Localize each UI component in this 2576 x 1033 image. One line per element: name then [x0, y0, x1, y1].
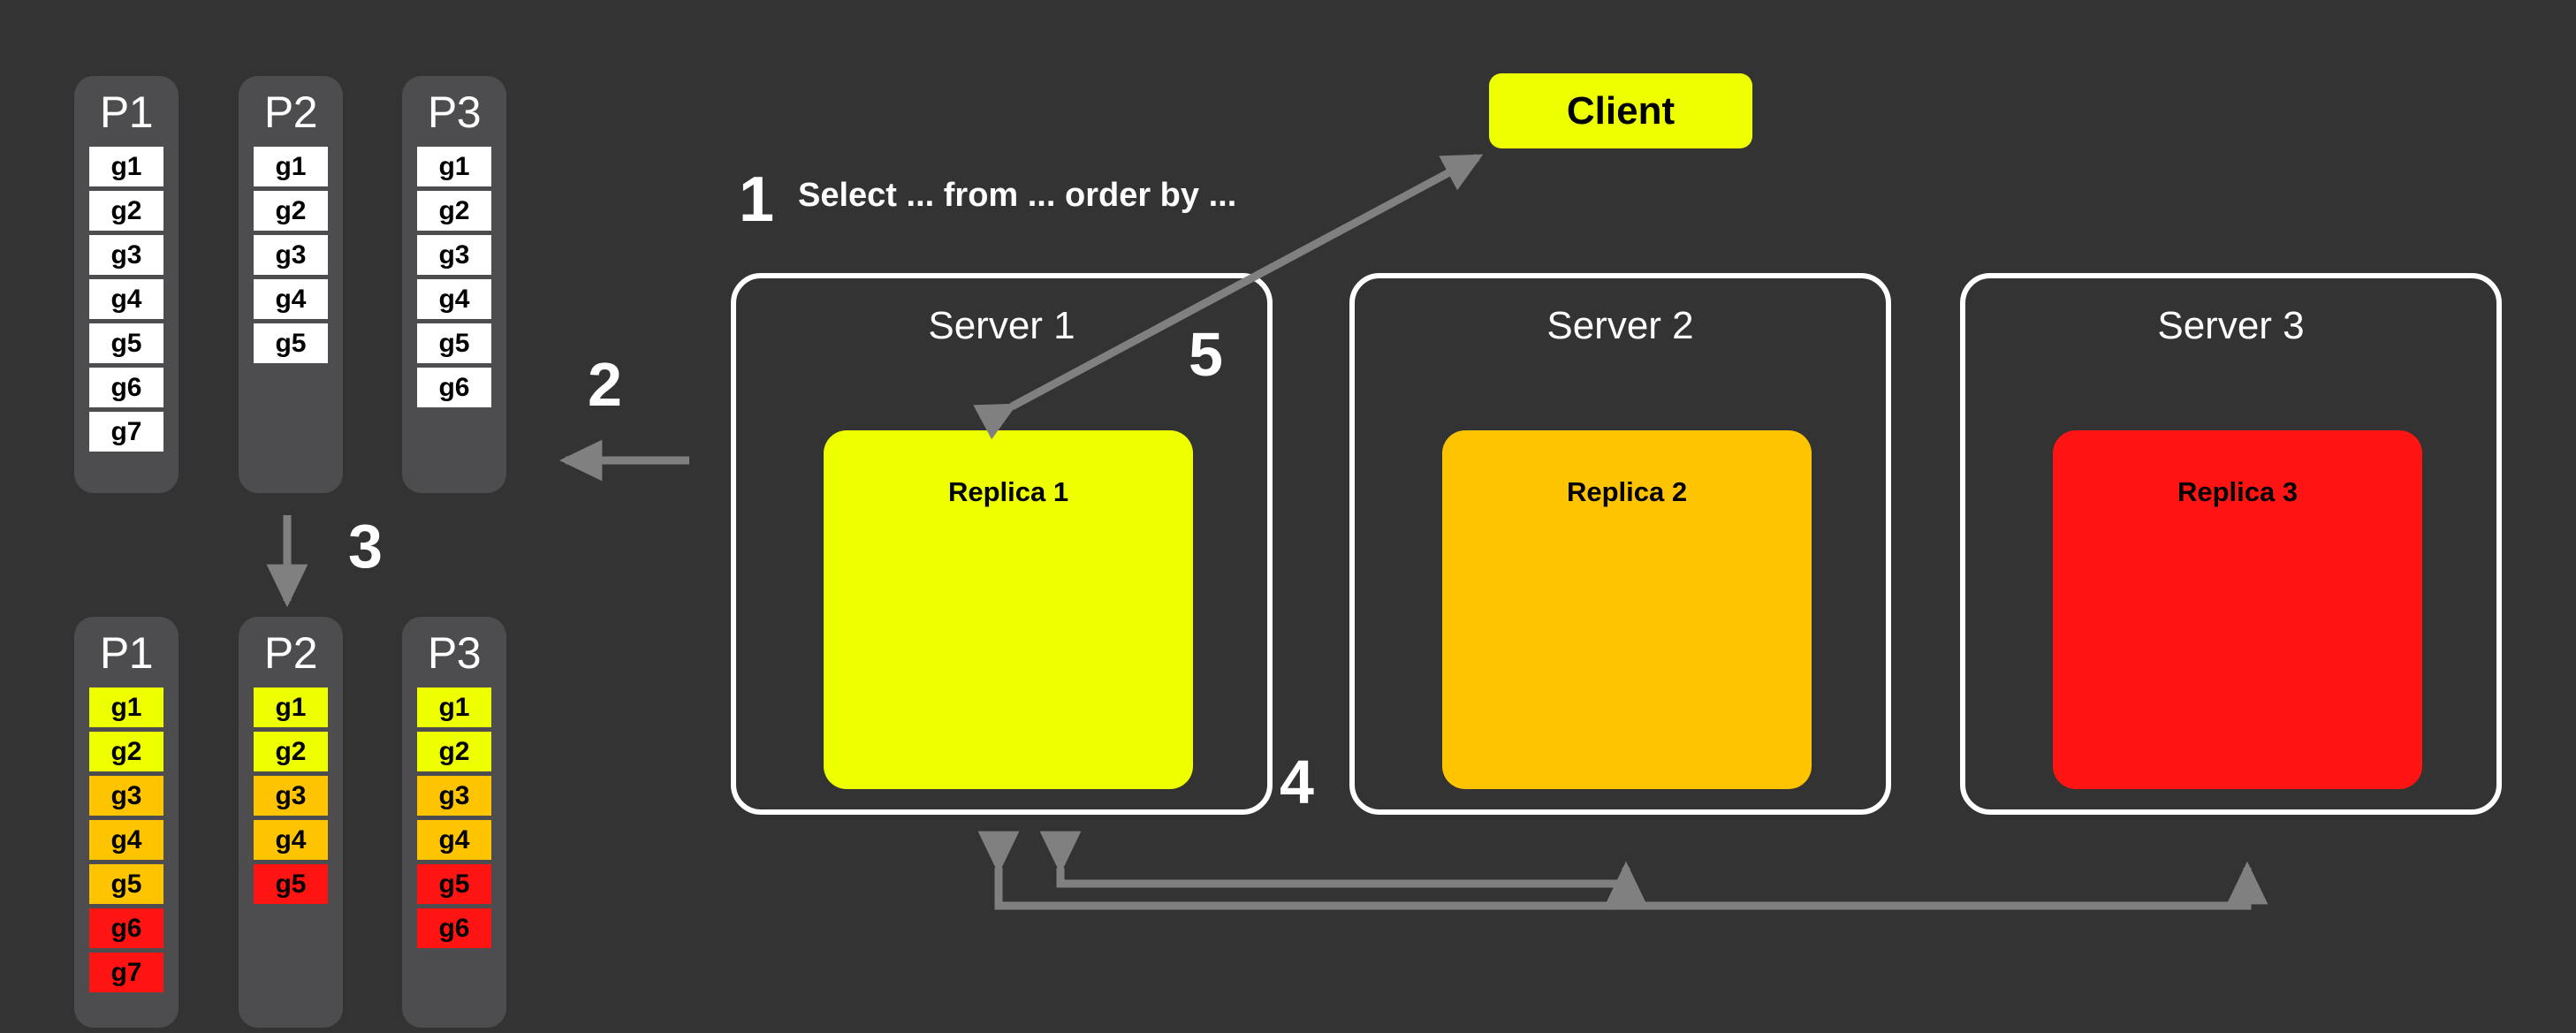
- partition-label: P3: [427, 87, 482, 137]
- partition-cell: g4: [417, 279, 491, 319]
- partition-cell-list: g1 g2 g3 g4 g5: [239, 687, 343, 904]
- partition-cell: g2: [254, 191, 328, 231]
- partition-cell: g5: [417, 864, 491, 904]
- partition-cell: g5: [254, 323, 328, 363]
- partition-cell: g6: [89, 908, 163, 948]
- server-title: Server 2: [1546, 304, 1694, 347]
- partition-cell: g5: [417, 323, 491, 363]
- arrow-step-4: [977, 831, 2268, 910]
- partition-cell: g1: [89, 687, 163, 727]
- partition-cell: g2: [254, 732, 328, 771]
- partition-label: P1: [99, 628, 154, 678]
- step-number-3: 3: [348, 512, 383, 581]
- partition-cell: g5: [254, 864, 328, 904]
- server-box-1: Server 1 Replica 1: [731, 273, 1273, 815]
- partition-label: P2: [263, 628, 318, 678]
- partition-cell-list: g1 g2 g3 g4 g5 g6: [402, 147, 506, 407]
- partition-cell: g7: [89, 953, 163, 992]
- partition-label: P1: [99, 87, 154, 137]
- partition-label: P2: [263, 87, 318, 137]
- bottom-partition-p1: P1 g1 g2 g3 g4 g5 g6 g7: [74, 617, 179, 1028]
- replica-box-2[interactable]: Replica 2: [1442, 430, 1812, 789]
- partition-cell: g3: [417, 776, 491, 816]
- partition-cell: g4: [254, 279, 328, 319]
- partition-cell: g2: [89, 191, 163, 231]
- partition-cell-list: g1 g2 g3 g4 g5 g6: [402, 687, 506, 948]
- step-number-1: 1: [739, 164, 775, 235]
- partition-cell: g3: [254, 776, 328, 816]
- partition-cell: g4: [89, 820, 163, 860]
- partition-cell: g4: [417, 820, 491, 860]
- server-box-2: Server 2 Replica 2: [1349, 273, 1891, 815]
- partition-cell: g1: [417, 147, 491, 186]
- client-box[interactable]: Client: [1489, 73, 1752, 148]
- partition-cell-list: g1 g2 g3 g4 g5: [239, 147, 343, 363]
- replica-label: Replica 2: [1566, 476, 1688, 507]
- server-title: Server 1: [928, 304, 1075, 347]
- partition-cell: g2: [417, 191, 491, 231]
- partition-cell: g4: [89, 279, 163, 319]
- partition-cell: g3: [254, 235, 328, 275]
- partition-cell: g4: [254, 820, 328, 860]
- partition-cell-list: g1 g2 g3 g4 g5 g6 g7: [74, 147, 179, 452]
- replica-label: Replica 3: [2177, 476, 2299, 507]
- client-label: Client: [1566, 88, 1676, 133]
- top-partition-p2: P2 g1 g2 g3 g4 g5: [239, 76, 343, 493]
- step-number-2: 2: [588, 350, 622, 419]
- top-partition-p1: P1 g1 g2 g3 g4 g5 g6 g7: [74, 76, 179, 493]
- replica-box-3[interactable]: Replica 3: [2053, 430, 2422, 789]
- step-number-4: 4: [1280, 748, 1314, 817]
- partition-cell: g1: [254, 147, 328, 186]
- partition-cell: g6: [417, 368, 491, 407]
- partition-cell-list: g1 g2 g3 g4 g5 g6 g7: [74, 687, 179, 992]
- partition-cell: g5: [89, 864, 163, 904]
- bottom-partition-p2: P2 g1 g2 g3 g4 g5: [239, 617, 343, 1028]
- partition-cell: g7: [89, 412, 163, 452]
- partition-cell: g1: [89, 147, 163, 186]
- partition-cell: g2: [417, 732, 491, 771]
- replica-box-1[interactable]: Replica 1: [824, 430, 1193, 789]
- partition-cell: g1: [254, 687, 328, 727]
- partition-cell: g2: [89, 732, 163, 771]
- partition-cell: g5: [89, 323, 163, 363]
- server-box-3: Server 3 Replica 3: [1960, 273, 2502, 815]
- partition-cell: g3: [89, 235, 163, 275]
- top-partition-p3: P3 g1 g2 g3 g4 g5 g6: [402, 76, 506, 493]
- partition-cell: g3: [89, 776, 163, 816]
- replica-label: Replica 1: [947, 476, 1069, 507]
- server-title: Server 3: [2157, 304, 2305, 347]
- partition-cell: g1: [417, 687, 491, 727]
- partition-cell: g6: [417, 908, 491, 948]
- partition-label: P3: [427, 628, 482, 678]
- bottom-partition-p3: P3 g1 g2 g3 g4 g5 g6: [402, 617, 506, 1028]
- partition-cell: g3: [417, 235, 491, 275]
- partition-cell: g6: [89, 368, 163, 407]
- query-text: Select ... from ... order by ...: [798, 177, 1237, 214]
